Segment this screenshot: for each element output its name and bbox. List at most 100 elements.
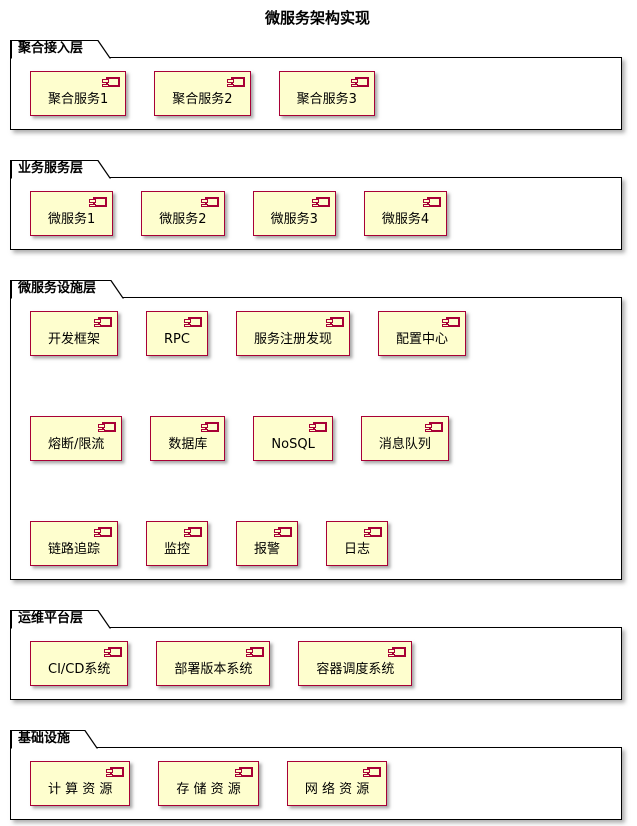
component: 消息队列 xyxy=(360,416,449,461)
component-label: 微服务4 xyxy=(381,212,430,227)
component: 聚合服务3 xyxy=(278,71,375,116)
package-label: 运维平台层 xyxy=(18,610,84,626)
component: 部署版本系统 xyxy=(156,641,271,686)
component-icon xyxy=(274,527,293,537)
package: 聚合接入层聚合服务1 聚合服务2 聚合服务3 xyxy=(10,38,622,130)
package-body: 计 算 资 源存 储 资 源网 络 资 源 xyxy=(10,747,622,820)
package-body: CI/CD系统 部署版本系统 容器调度系统 xyxy=(10,627,622,700)
component: 熔断/限流 xyxy=(30,416,123,461)
component-icon xyxy=(102,77,121,87)
component: 开发框架 xyxy=(30,311,119,356)
component-label: 聚合服务1 xyxy=(48,92,109,107)
component-label: 计 算 资 源 xyxy=(48,782,113,797)
component: 配置中心 xyxy=(377,311,466,356)
component: 报警 xyxy=(236,521,299,566)
component-label: 监控 xyxy=(164,542,191,557)
component-icon xyxy=(311,197,330,207)
component: 网 络 资 源 xyxy=(286,761,388,806)
component: 微服务1 xyxy=(30,191,114,236)
package-tab-shape xyxy=(12,41,110,59)
component: 日志 xyxy=(326,521,389,566)
component-icon xyxy=(364,527,383,537)
component-row: 微服务1 微服务2 微服务3 微服务4 xyxy=(30,191,621,236)
component-row: CI/CD系统 部署版本系统 容器调度系统 xyxy=(30,641,621,686)
component: 微服务2 xyxy=(141,191,225,236)
component-label: 开发框架 xyxy=(48,332,101,347)
component-label: 数据库 xyxy=(168,437,208,452)
package-tab-shape xyxy=(12,161,110,179)
component: 监控 xyxy=(146,521,209,566)
component-label: CI/CD系统 xyxy=(48,662,111,677)
component-icon xyxy=(234,767,253,777)
component-icon xyxy=(442,317,460,327)
component-icon xyxy=(184,527,203,537)
component-label: 报警 xyxy=(254,542,281,557)
package: 基础设施计 算 资 源 存 储 资 源 网 络 资 源 xyxy=(10,728,622,820)
package-label: 基础设施 xyxy=(18,730,71,746)
component-label: 微服务3 xyxy=(270,212,318,227)
package-label: 聚合接入层 xyxy=(18,40,84,56)
component: CI/CD系统 xyxy=(30,641,129,686)
component-label: 聚合服务3 xyxy=(296,92,357,107)
package-body: 微服务1 微服务2 微服务3 微服务4 xyxy=(10,177,622,250)
component-label: 链路追踪 xyxy=(48,542,101,557)
component: 存 储 资 源 xyxy=(158,761,259,806)
package-tab-shape xyxy=(12,731,97,749)
component-label: 配置中心 xyxy=(395,332,448,347)
component-label: 部署版本系统 xyxy=(174,662,253,677)
package: 业务服务层微服务1 微服务2 微服务3 微服务4 xyxy=(10,158,622,250)
component-label: 日志 xyxy=(344,542,371,557)
component-icon xyxy=(200,197,219,207)
component-label: 容器调度系统 xyxy=(316,662,395,677)
component-icon xyxy=(423,197,442,207)
component-label: 聚合服务2 xyxy=(172,92,233,107)
component-label: 微服务1 xyxy=(48,212,96,227)
component-label: NoSQL xyxy=(271,437,315,452)
package-label: 业务服务层 xyxy=(18,160,84,176)
component: 微服务4 xyxy=(363,191,448,236)
component: 聚合服务1 xyxy=(30,71,127,116)
package-tab: 运维平台层 xyxy=(10,610,111,629)
component: NoSQL xyxy=(253,416,333,461)
package-label: 微服务设施层 xyxy=(18,280,97,296)
package-tab: 微服务设施层 xyxy=(10,280,124,299)
component: 数据库 xyxy=(150,416,226,461)
component-icon xyxy=(94,317,113,327)
component-label: 熔断/限流 xyxy=(48,437,105,452)
component-icon xyxy=(388,647,407,657)
component-icon xyxy=(201,422,220,432)
component-icon xyxy=(226,77,245,87)
component: 服务注册发现 xyxy=(235,311,350,356)
component-label: 消息队列 xyxy=(378,437,431,452)
component-icon xyxy=(246,647,265,657)
package-tab: 业务服务层 xyxy=(10,160,111,179)
component-icon xyxy=(94,527,113,537)
component-label: 服务注册发现 xyxy=(253,332,332,347)
component-icon xyxy=(106,767,125,777)
component-icon xyxy=(183,317,202,327)
package-tab: 聚合接入层 xyxy=(10,40,111,59)
component-icon xyxy=(104,647,123,657)
component-label: 存 储 资 源 xyxy=(176,782,241,797)
component-icon xyxy=(89,197,108,207)
package-body: 聚合服务1 聚合服务2 聚合服务3 xyxy=(10,57,622,130)
package: 运维平台层 CI/CD系统 部署版本系统 容器调度系统 xyxy=(10,608,622,700)
component-icon xyxy=(424,422,443,432)
component-icon xyxy=(350,77,369,87)
component-icon xyxy=(325,317,344,327)
component: 聚合服务2 xyxy=(154,71,251,116)
component: 微服务3 xyxy=(252,191,336,236)
diagram-title: 微服务架构实现 xyxy=(264,9,370,27)
component-icon xyxy=(363,767,382,777)
component: 容器调度系统 xyxy=(298,641,413,686)
component-row: 计 算 资 源存 储 资 源网 络 资 源 xyxy=(30,761,621,806)
component-icon xyxy=(308,422,327,432)
component-icon xyxy=(98,422,117,432)
package-tab: 基础设施 xyxy=(10,730,98,749)
component-row: 熔断/限流 数据库 NoSQL 消息队列 xyxy=(30,416,621,461)
